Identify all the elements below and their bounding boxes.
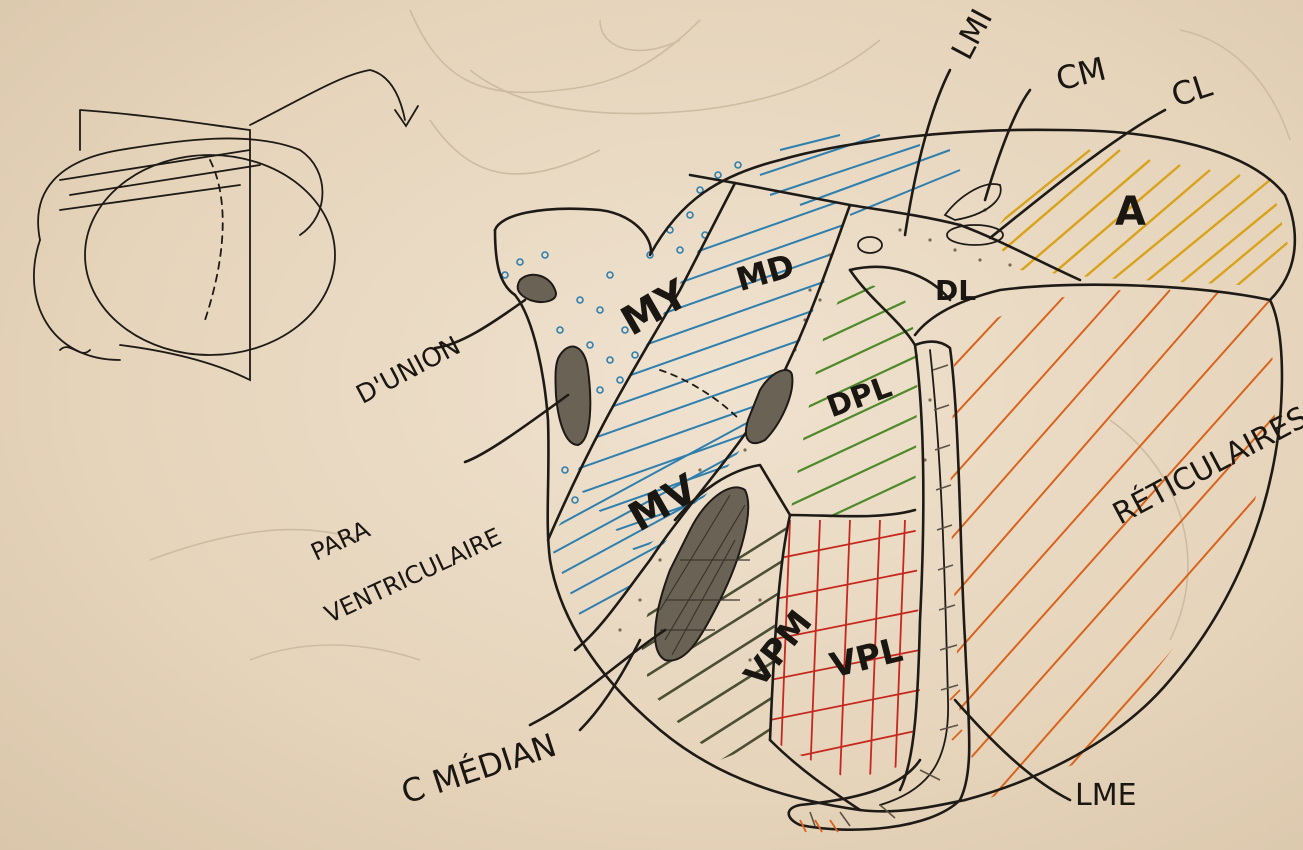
hatch-reticular-orange: [950, 290, 1280, 800]
label-dl: DL: [935, 274, 976, 307]
label-a: A: [1115, 189, 1146, 235]
reticular-band-hatching: [810, 365, 958, 826]
nucleus-paraventricular: [555, 347, 590, 445]
hatch-top-blue: [760, 135, 960, 215]
nucleus-d-union: [518, 275, 556, 302]
label-dpl: DPL: [822, 370, 896, 425]
label-lmi: LMI: [945, 4, 1000, 66]
label-md: MD: [732, 246, 799, 299]
label-d-union: D'UNION: [351, 331, 465, 411]
dots-midline-blue: [502, 162, 741, 503]
label-lme: LME: [1075, 778, 1137, 813]
label-para-line1: PARA: [307, 515, 375, 567]
label-vpm: VPM: [737, 603, 821, 695]
label-cm: CM: [1052, 49, 1110, 98]
orientation-sketch: [34, 70, 418, 380]
label-cl: CL: [1167, 66, 1217, 115]
label-vpl: VPL: [826, 630, 906, 686]
leader-lines: [435, 70, 1165, 800]
label-c-median: C MÉDIAN: [397, 726, 561, 812]
